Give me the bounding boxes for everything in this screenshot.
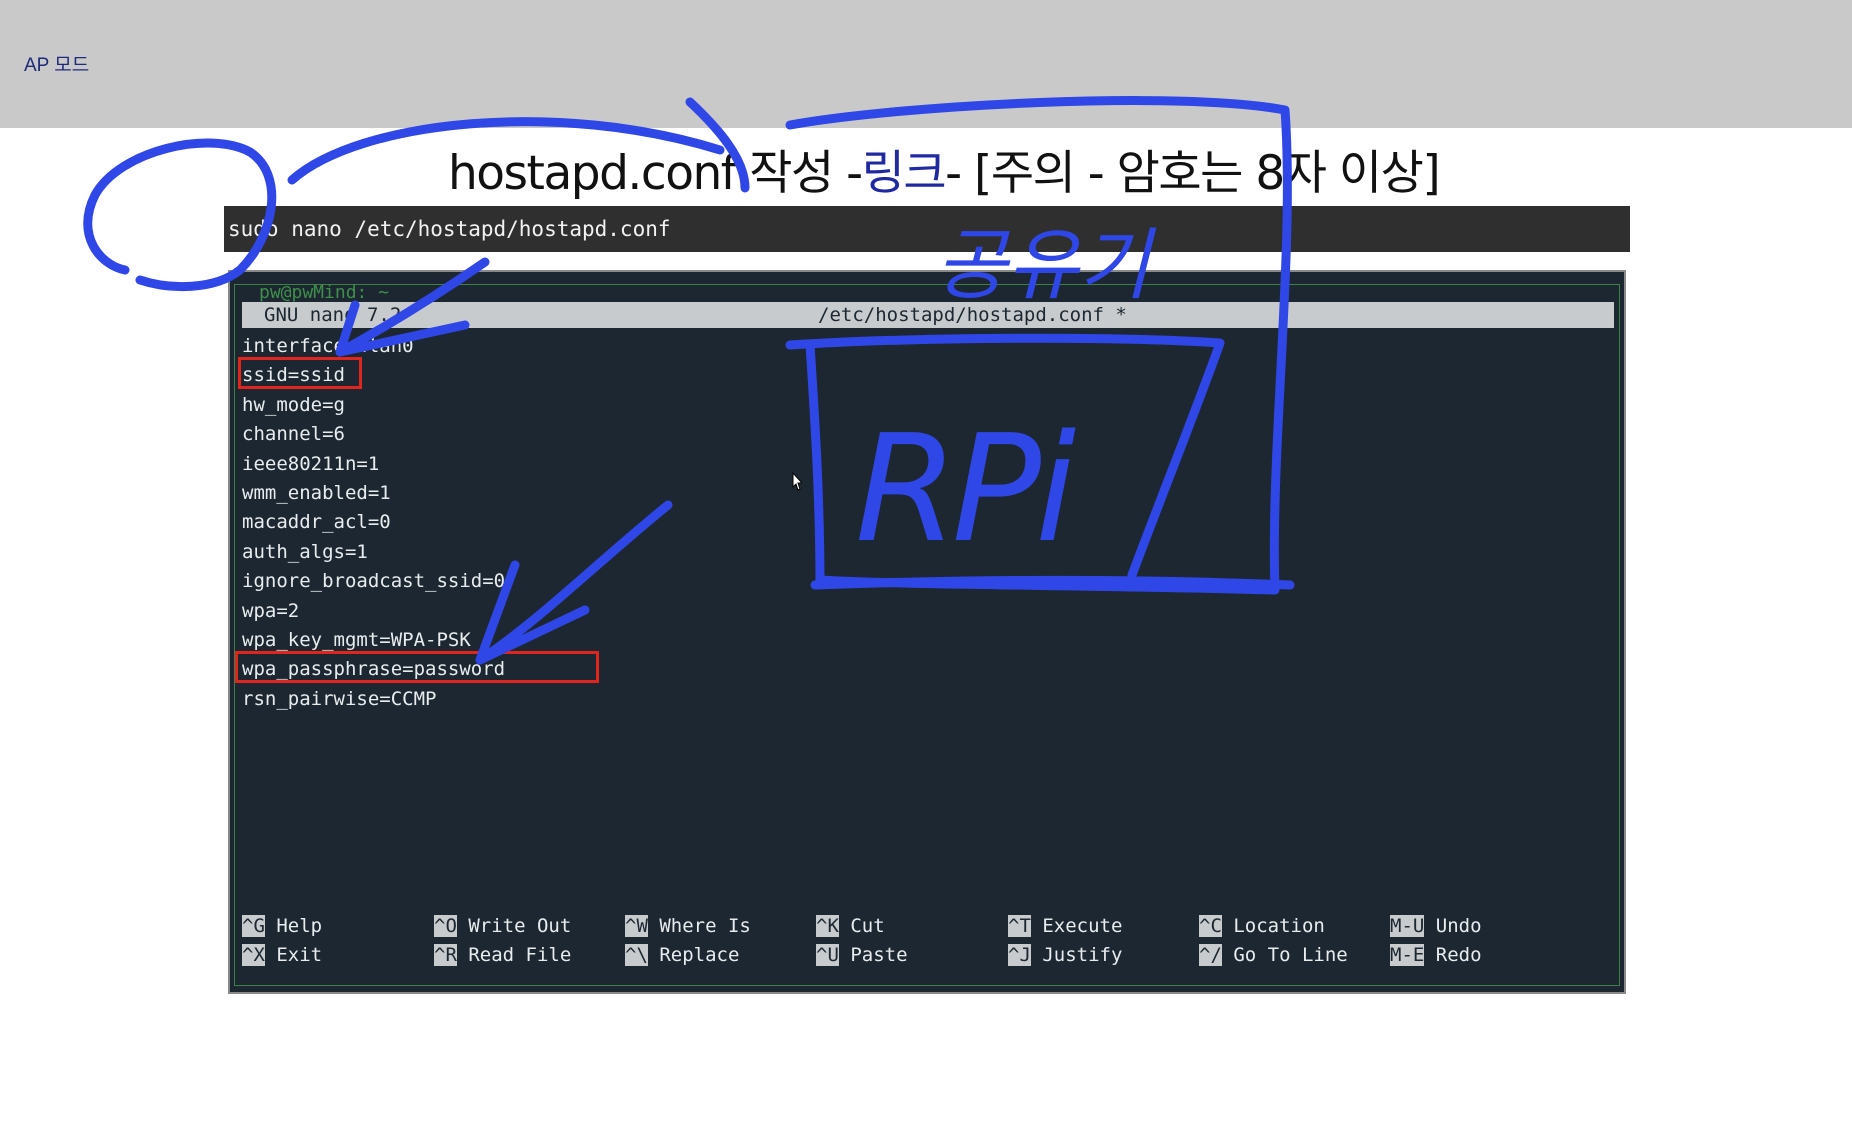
shortcut-key: ^W	[625, 915, 648, 937]
shortcut-label: Paste	[850, 944, 908, 967]
shortcut-key: ^\	[625, 944, 648, 967]
title-note: - [주의 - 암호는 8자 이상]	[945, 146, 1441, 201]
config-line: auth_algs=1	[242, 540, 368, 563]
terminal-title: pw@pwMind: ~	[259, 282, 390, 303]
slide-title: hostapd.conf 작성 -링크- [주의 - 암호는 8자 이상]	[448, 134, 1441, 203]
shortcut-item: ^\ Replace	[625, 941, 739, 970]
section-label: AP 모드	[24, 55, 90, 76]
shortcut-key: ^U	[816, 944, 839, 967]
shortcut-key: M-E	[1390, 944, 1425, 967]
shortcut-item: ^W Where Is	[625, 912, 751, 941]
shortcut-key: ^C	[1199, 915, 1222, 937]
shortcut-item: ^J Justify	[1008, 941, 1122, 970]
config-line: rsn_pairwise=CCMP	[242, 687, 437, 710]
shortcut-row-1: ^G Help ^O Write Out ^W Where Is ^K Cut ^T E…	[242, 912, 1612, 941]
ssid-highlight-box	[238, 357, 362, 389]
config-line: ignore_broadcast_ssid=0	[242, 570, 506, 593]
shortcut-key: ^R	[434, 944, 457, 967]
shortcut-key: ^X	[242, 944, 265, 967]
config-line: channel=6	[242, 423, 345, 446]
command-bar: sudo nano /etc/hostapd/hostapd.conf	[224, 206, 1630, 252]
shortcut-label: Where Is	[659, 915, 751, 937]
shortcut-row-2: ^X Exit ^R Read File ^\ Replace ^U Paste ^J …	[242, 941, 1612, 970]
nano-filename: /etc/hostapd/hostapd.conf *	[818, 304, 1127, 326]
top-bar: AP 모드	[0, 0, 1852, 128]
passphrase-highlight-box	[235, 651, 599, 683]
shortcut-item: ^K Cut	[816, 912, 885, 941]
shortcut-key: ^O	[434, 915, 457, 937]
shortcut-item: ^R Read File	[434, 941, 571, 970]
shortcut-item: M-E Redo	[1390, 941, 1482, 970]
shortcut-item: M-U Undo	[1390, 912, 1482, 941]
mouse-cursor-icon	[792, 472, 802, 491]
shortcut-key: ^T	[1008, 915, 1031, 937]
shortcut-item: ^O Write Out	[434, 912, 571, 941]
nano-shortcuts: ^G Help ^O Write Out ^W Where Is ^K Cut ^T E…	[242, 912, 1612, 971]
shortcut-item: ^C Location	[1199, 912, 1325, 941]
shortcut-label: Justify	[1042, 944, 1123, 967]
shortcut-item: ^U Paste	[816, 941, 908, 970]
config-line: wpa_key_mgmt=WPA-PSK	[242, 628, 471, 651]
config-line: ieee80211n=1	[242, 452, 380, 475]
nano-version: GNU nano 7.2	[264, 304, 402, 326]
shortcut-key: ^G	[242, 915, 265, 937]
shortcut-label: Redo	[1435, 944, 1482, 967]
shortcut-label: Help	[276, 915, 323, 937]
shortcut-item: ^/ Go To Line	[1199, 941, 1348, 970]
config-line: wmm_enabled=1	[242, 481, 391, 504]
shortcut-label: Cut	[850, 915, 885, 937]
terminal-window[interactable]: pw@pwMind: ~ GNU nano 7.2 /etc/hostapd/h…	[228, 270, 1626, 994]
shortcut-label: Location	[1233, 915, 1325, 937]
config-line: macaddr_acl=0	[242, 511, 391, 534]
shortcut-item: ^G Help	[242, 912, 322, 941]
shortcut-label: Exit	[276, 944, 323, 967]
config-line: wpa_passphrase=password	[242, 658, 506, 681]
shortcut-key: M-U	[1390, 915, 1425, 937]
config-line: ssid=ssid	[242, 364, 345, 387]
command-text: sudo nano /etc/hostapd/hostapd.conf	[228, 217, 671, 241]
shortcut-key: ^J	[1008, 944, 1031, 967]
title-text: hostapd.conf 작성 -	[448, 146, 863, 201]
nano-header: GNU nano 7.2 /etc/hostapd/hostapd.conf *	[242, 302, 1614, 328]
shortcut-label: Read File	[468, 944, 572, 967]
shortcut-label: Undo	[1435, 915, 1482, 937]
shortcut-item: ^T Execute	[1008, 912, 1122, 941]
shortcut-label: Replace	[659, 944, 740, 967]
shortcut-label: Execute	[1042, 915, 1123, 937]
shortcut-label: Write Out	[468, 915, 572, 937]
title-link[interactable]: 링크	[861, 146, 947, 201]
shortcut-item: ^X Exit	[242, 941, 322, 970]
shortcut-label: Go To Line	[1233, 944, 1348, 967]
config-line: wpa=2	[242, 599, 300, 622]
config-line: hw_mode=g	[242, 393, 345, 416]
shortcut-key: ^K	[816, 915, 839, 937]
shortcut-key: ^/	[1199, 944, 1222, 967]
